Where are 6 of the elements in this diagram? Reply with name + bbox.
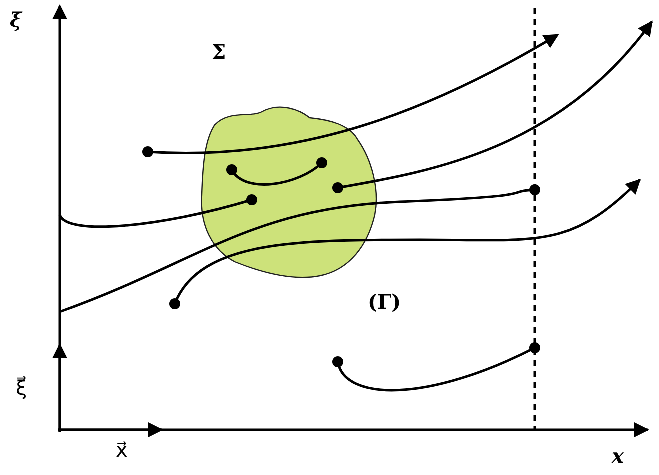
region-label: Σ xyxy=(212,42,226,62)
axis-label: ξ xyxy=(10,10,22,30)
region-label: (Γ) xyxy=(368,292,402,312)
axis-label: x⃗ xyxy=(116,440,128,460)
axis-label: ξ⃗ xyxy=(16,378,28,398)
axis-label: x xyxy=(612,446,624,466)
